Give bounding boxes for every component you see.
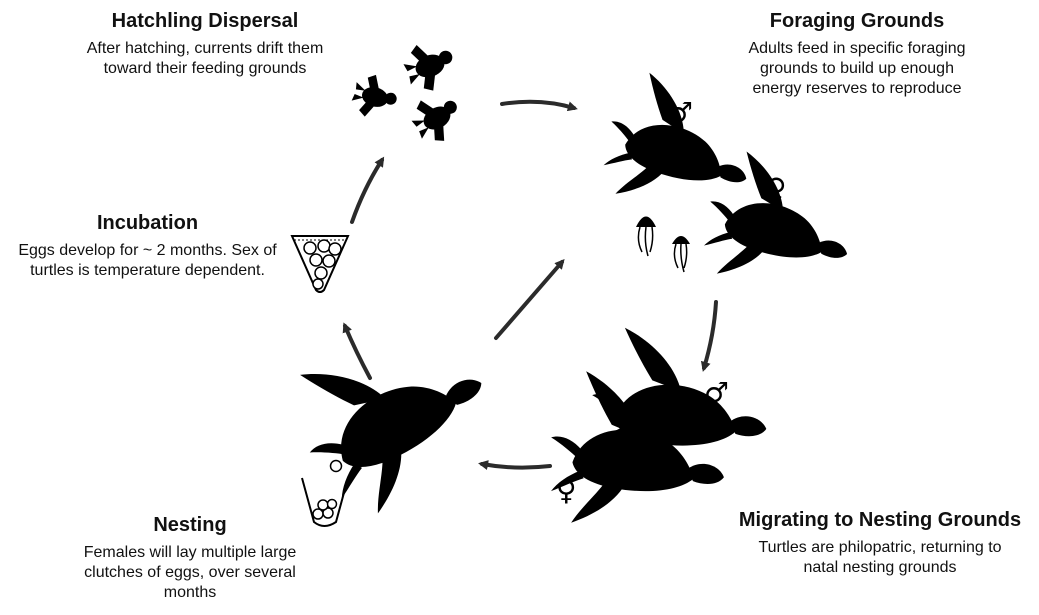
adult-turtle-icon	[278, 307, 512, 529]
hatchling-turtle-icon	[349, 35, 469, 150]
arrow-migrating-to-nesting	[482, 464, 550, 468]
male-symbol: ♂	[704, 376, 729, 409]
female-symbol: ♀	[556, 474, 577, 507]
arrow-nesting-to-foraging	[496, 262, 562, 338]
adult-turtle-icon	[537, 325, 777, 548]
arrow-hatchling-to-foraging	[502, 102, 574, 108]
egg-nest-icon	[292, 236, 348, 292]
male-symbol: ♂	[668, 96, 693, 129]
arrow-nesting-to-incubation	[345, 326, 370, 378]
female-symbol: ♀	[766, 172, 787, 205]
egg-nest-icon	[302, 461, 348, 527]
arrow-incubation-to-hatchling	[352, 160, 382, 222]
jellyfish-icon	[636, 217, 690, 273]
arrow-foraging-to-migrating	[704, 302, 716, 368]
adult-turtle-icon	[589, 66, 868, 310]
